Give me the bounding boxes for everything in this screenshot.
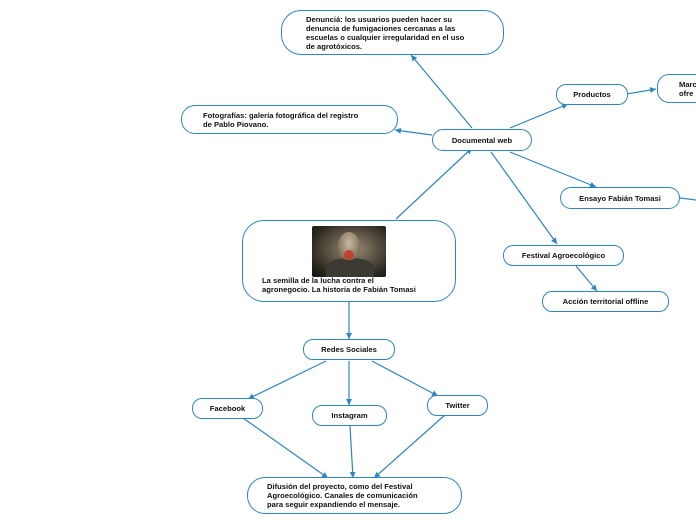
node-twitter-label: Twitter [445, 401, 470, 410]
node-facebook-label: Facebook [209, 404, 246, 413]
edge-ensayo-offscreen [679, 197, 696, 201]
photo-hand [344, 250, 354, 260]
node-accion-label: Acción territorial offline [562, 297, 649, 306]
node-festival-label: Festival Agroecológico [521, 251, 606, 260]
node-redes-sociales-label: Redes Sociales [321, 345, 377, 354]
node-marco-label: Marc ofre [679, 79, 696, 98]
photo-body [326, 258, 374, 277]
edge-festival-accion [575, 265, 598, 292]
edge-documental-denuncia [410, 54, 473, 129]
edge-redes-twitter [371, 360, 439, 397]
node-twitter[interactable]: Twitter [427, 395, 488, 416]
node-redes-sociales[interactable]: Redes Sociales [303, 339, 395, 360]
edge-facebook-difusion [242, 417, 329, 479]
portrait-photo [312, 226, 386, 277]
edge-documental-festival [490, 151, 558, 245]
node-documental-web[interactable]: Documental web [432, 129, 532, 151]
node-festival[interactable]: Festival Agroecológico [503, 245, 624, 266]
edge-documental-productos [509, 103, 569, 129]
node-semilla-label: La semilla de la lucha contra el agroneg… [262, 276, 416, 294]
edge-redes-facebook [247, 360, 327, 400]
node-ensayo[interactable]: Ensayo Fabián Tomasi [560, 187, 680, 209]
node-instagram-label: Instagram [331, 411, 368, 420]
edge-documental-fotografias [394, 127, 433, 136]
node-facebook[interactable]: Facebook [192, 398, 263, 419]
node-denuncia[interactable]: Denunciá: los usuarios pueden hacer su d… [281, 10, 504, 55]
edge-semilla-documental [395, 147, 473, 220]
edge-twitter-difusion [373, 413, 447, 479]
edge-productos-marco [626, 87, 657, 95]
node-marco[interactable]: Marc ofre [657, 74, 696, 103]
photo-face [338, 232, 360, 260]
node-difusion-label: Difusión del proyecto, como del Festival… [267, 482, 418, 509]
edge-instagram-difusion [349, 425, 356, 479]
node-accion[interactable]: Acción territorial offline [542, 291, 669, 312]
node-productos[interactable]: Productos [556, 84, 628, 105]
edge-documental-ensayo [509, 151, 597, 188]
node-fotografias-label: Fotografías: galería fotográfica del reg… [203, 110, 359, 129]
node-documental-web-label: Documental web [451, 135, 513, 145]
node-ensayo-label: Ensayo Fabián Tomasi [579, 193, 661, 203]
node-difusion[interactable]: Difusión del proyecto, como del Festival… [247, 477, 462, 514]
node-fotografias[interactable]: Fotografías: galería fotográfica del reg… [181, 105, 398, 134]
node-denuncia-label: Denunciá: los usuarios pueden hacer su d… [306, 14, 465, 51]
node-instagram[interactable]: Instagram [312, 405, 387, 426]
node-productos-label: Productos [573, 90, 611, 99]
